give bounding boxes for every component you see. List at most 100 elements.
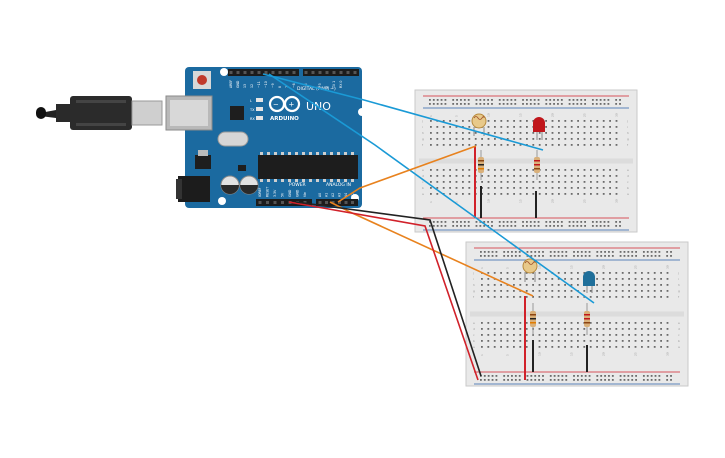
rail-hole[interactable]: [480, 251, 482, 253]
strip-hole[interactable]: [462, 181, 464, 183]
strip-hole[interactable]: [545, 322, 547, 324]
rail-hole[interactable]: [607, 99, 610, 101]
strip-hole[interactable]: [666, 346, 669, 348]
strip-hole[interactable]: [430, 144, 432, 146]
strip-hole[interactable]: [455, 169, 458, 171]
strip-hole[interactable]: [628, 284, 630, 286]
rail-hole[interactable]: [568, 99, 571, 101]
strip-hole[interactable]: [609, 187, 611, 189]
strip-hole[interactable]: [430, 181, 432, 183]
digital-pin-hole[interactable]: [229, 71, 233, 74]
rail-hole[interactable]: [553, 103, 555, 105]
strip-hole[interactable]: [487, 138, 490, 140]
strip-hole[interactable]: [500, 340, 502, 342]
strip-hole[interactable]: [506, 138, 509, 140]
rail-hole[interactable]: [533, 99, 536, 101]
rail-hole[interactable]: [506, 99, 509, 101]
strip-hole[interactable]: [519, 272, 522, 274]
strip-hole[interactable]: [519, 328, 522, 330]
rail-hole[interactable]: [666, 251, 669, 253]
strip-hole[interactable]: [634, 322, 637, 324]
strip-hole[interactable]: [596, 120, 599, 122]
strip-hole[interactable]: [590, 187, 592, 189]
strip-hole[interactable]: [557, 340, 560, 342]
strip-hole[interactable]: [442, 187, 445, 189]
strip-hole[interactable]: [564, 340, 566, 342]
strip-hole[interactable]: [500, 126, 503, 128]
strip-hole[interactable]: [506, 322, 509, 324]
rail-hole[interactable]: [670, 375, 672, 377]
rail-hole[interactable]: [537, 103, 540, 105]
strip-hole[interactable]: [666, 340, 669, 342]
wire-blue-top[interactable]: [262, 73, 544, 151]
strip-hole[interactable]: [487, 322, 490, 324]
strip-hole[interactable]: [481, 278, 483, 280]
rail-hole[interactable]: [530, 251, 533, 253]
strip-hole[interactable]: [551, 346, 554, 348]
strip-hole[interactable]: [481, 284, 483, 286]
strip-hole[interactable]: [602, 340, 605, 342]
resistor-top-left[interactable]: [478, 150, 484, 180]
strip-hole[interactable]: [653, 272, 656, 274]
strip-hole[interactable]: [532, 284, 534, 286]
strip-hole[interactable]: [481, 290, 483, 292]
rail-hole[interactable]: [522, 99, 524, 101]
strip-hole[interactable]: [436, 175, 439, 177]
rail-hole[interactable]: [502, 221, 505, 223]
digital-pin-hole[interactable]: [285, 71, 289, 74]
rail-hole[interactable]: [627, 255, 630, 257]
rail-hole[interactable]: [529, 225, 532, 227]
rail-hole[interactable]: [491, 225, 493, 227]
photoresistor-bottom[interactable]: [522, 258, 538, 282]
rail-hole[interactable]: [576, 225, 579, 227]
strip-hole[interactable]: [647, 290, 650, 292]
rail-hole[interactable]: [537, 221, 540, 223]
strip-hole[interactable]: [532, 144, 535, 146]
strip-hole[interactable]: [436, 132, 439, 134]
rail-hole[interactable]: [553, 251, 556, 253]
strip-hole[interactable]: [666, 328, 669, 330]
strip-hole[interactable]: [653, 296, 656, 298]
strip-hole[interactable]: [551, 138, 554, 140]
strip-hole[interactable]: [487, 284, 490, 286]
photoresistor-top[interactable]: [471, 113, 487, 136]
rail-hole[interactable]: [538, 375, 540, 377]
strip-hole[interactable]: [538, 284, 541, 286]
strip-hole[interactable]: [596, 272, 598, 274]
strip-hole[interactable]: [468, 126, 471, 128]
led-bottom[interactable]: [583, 271, 595, 293]
strip-hole[interactable]: [455, 144, 458, 146]
strip-hole[interactable]: [583, 138, 586, 140]
rail-hole[interactable]: [666, 379, 669, 381]
strip-hole[interactable]: [615, 138, 618, 140]
strip-hole[interactable]: [666, 322, 669, 324]
rail-hole[interactable]: [580, 99, 583, 101]
strip-hole[interactable]: [570, 322, 573, 324]
strip-hole[interactable]: [430, 132, 432, 134]
strip-hole[interactable]: [487, 193, 490, 195]
strip-hole[interactable]: [647, 296, 650, 298]
digital-pin-hole[interactable]: [318, 71, 322, 74]
rail-hole[interactable]: [588, 375, 591, 377]
strip-hole[interactable]: [609, 193, 611, 195]
rail-hole[interactable]: [510, 225, 513, 227]
strip-hole[interactable]: [481, 181, 483, 183]
strip-hole[interactable]: [500, 322, 502, 324]
strip-hole[interactable]: [609, 144, 611, 146]
strip-hole[interactable]: [442, 138, 445, 140]
strip-hole[interactable]: [583, 340, 586, 342]
strip-hole[interactable]: [589, 290, 592, 292]
rail-hole[interactable]: [595, 225, 598, 227]
strip-hole[interactable]: [596, 284, 598, 286]
rail-hole[interactable]: [603, 99, 606, 101]
rail-hole[interactable]: [608, 251, 610, 253]
strip-hole[interactable]: [609, 340, 611, 342]
rail-hole[interactable]: [526, 99, 528, 101]
strip-hole[interactable]: [474, 132, 477, 134]
rail-hole[interactable]: [491, 221, 493, 223]
strip-hole[interactable]: [564, 181, 567, 183]
strip-hole[interactable]: [660, 272, 662, 274]
rail-hole[interactable]: [623, 255, 626, 257]
wire-red-5v[interactable]: [288, 201, 479, 381]
digital-pin-hole[interactable]: [304, 71, 308, 74]
